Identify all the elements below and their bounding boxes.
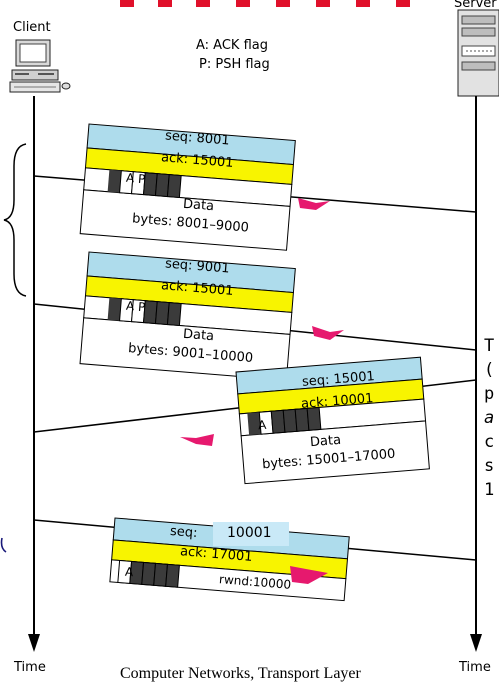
seq-highlight-box bbox=[213, 522, 289, 546]
right-edge-char-1: T bbox=[484, 336, 495, 356]
segment-2-data: Data bbox=[182, 326, 215, 345]
right-edge-char-6: s bbox=[484, 456, 495, 476]
segment-2-graphic bbox=[33, 251, 477, 381]
segment-1-graphic bbox=[33, 123, 477, 251]
clipped-left-glyph bbox=[0, 537, 7, 553]
client-time-label: Time bbox=[14, 660, 46, 675]
segment-3-data: Data bbox=[309, 432, 342, 451]
server-time-label: Time bbox=[459, 660, 491, 675]
right-edge-char-4: a bbox=[484, 408, 495, 428]
segment-4-seq: seq: bbox=[169, 523, 198, 542]
segment-3-graphic bbox=[33, 356, 477, 485]
server-label: Server bbox=[454, 0, 497, 11]
segment-4-graphic bbox=[33, 517, 477, 602]
footer-caption: Computer Networks, Transport Layer bbox=[120, 665, 361, 682]
legend-ack-flag: A: ACK flag bbox=[196, 38, 268, 53]
segment-2-flag-a: A bbox=[125, 298, 135, 314]
segment-1-flag-a: A bbox=[125, 170, 135, 186]
segment-2-flag-p: P bbox=[137, 299, 146, 315]
server-time-arrowhead bbox=[470, 634, 482, 652]
right-edge-char-3: p bbox=[484, 384, 495, 404]
legend-psh-flag: P: PSH flag bbox=[199, 57, 270, 72]
client-label: Client bbox=[13, 20, 51, 35]
segment-4-flag-a: A bbox=[124, 564, 134, 580]
client-time-arrowhead bbox=[28, 634, 40, 652]
right-edge-char-2: ( bbox=[484, 360, 495, 380]
segment-1-data: Data bbox=[182, 196, 215, 215]
window-brace bbox=[3, 143, 27, 297]
segment-1-flag-p: P bbox=[137, 171, 146, 187]
server-icon bbox=[457, 9, 499, 97]
segment-4-seq-highlight: 10001 bbox=[227, 525, 272, 541]
right-edge-char-5: c bbox=[484, 432, 495, 452]
clipped-title-remnant bbox=[120, 0, 410, 7]
segment-3-flag-a: A bbox=[257, 417, 267, 433]
right-edge-char-7: 1 bbox=[484, 480, 495, 500]
client-computer-icon bbox=[9, 39, 71, 93]
